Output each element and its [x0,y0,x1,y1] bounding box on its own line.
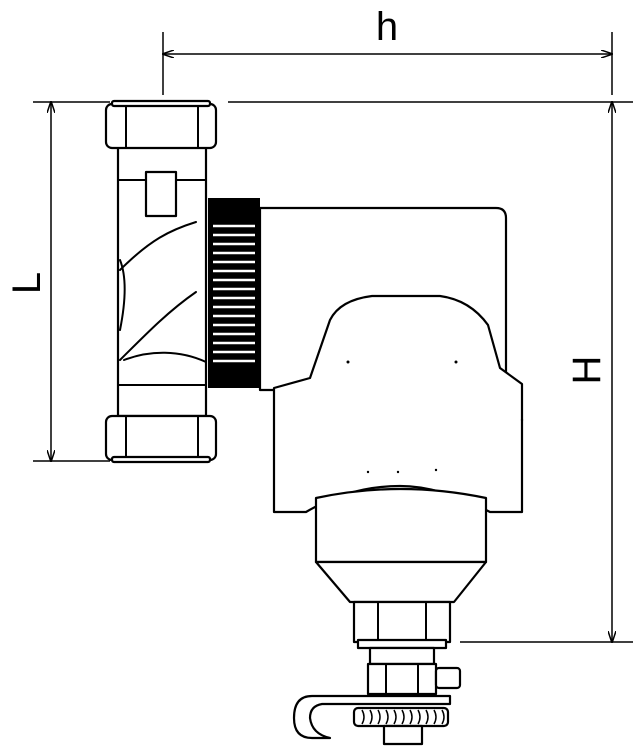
knurl-groove [425,709,429,725]
valve-knurl-grooves [361,709,445,725]
knurl-groove [369,709,373,725]
threaded-ring-grooves [213,224,255,363]
pipe-flow-curve-3 [123,351,207,363]
valve-body [366,662,438,696]
knurl-groove [377,709,381,725]
knurl-groove [393,709,397,725]
drain-hex [352,600,452,644]
threaded-ring-bottom-cap [208,366,260,388]
pipe-window [144,170,178,218]
dimension-l: L [5,102,110,461]
dimension-h-label: h [376,5,398,49]
pipe-flow-curve-4 [119,259,126,331]
knurl-groove [441,709,445,725]
dimension-l-label: L [5,272,49,294]
valve-outlet [382,724,424,746]
valve-stem [368,646,436,666]
lower-body [314,487,488,564]
dimension-H: H [228,102,633,642]
knurl-groove [401,709,405,725]
knurl-groove [433,709,437,725]
knurl-groove [385,709,389,725]
knurl-groove [417,709,421,725]
separator-housing [258,206,524,650]
lower-taper [314,560,488,604]
pipe-flow-curve-2 [119,291,197,361]
dimension-h: h [163,5,612,95]
top-nut [104,102,218,150]
pipe-body [104,99,218,464]
threaded-ring [208,198,260,388]
threaded-ring-top-cap [208,198,260,220]
knurl-groove [361,709,365,725]
dimension-H-label: H [565,356,609,385]
valve-side-cap [434,666,462,690]
valve-handle [292,694,452,740]
bottom-nut [104,414,218,462]
drain-valve [292,646,462,746]
knurl-groove [409,709,413,725]
pipe-flow-curve-1 [119,221,197,271]
